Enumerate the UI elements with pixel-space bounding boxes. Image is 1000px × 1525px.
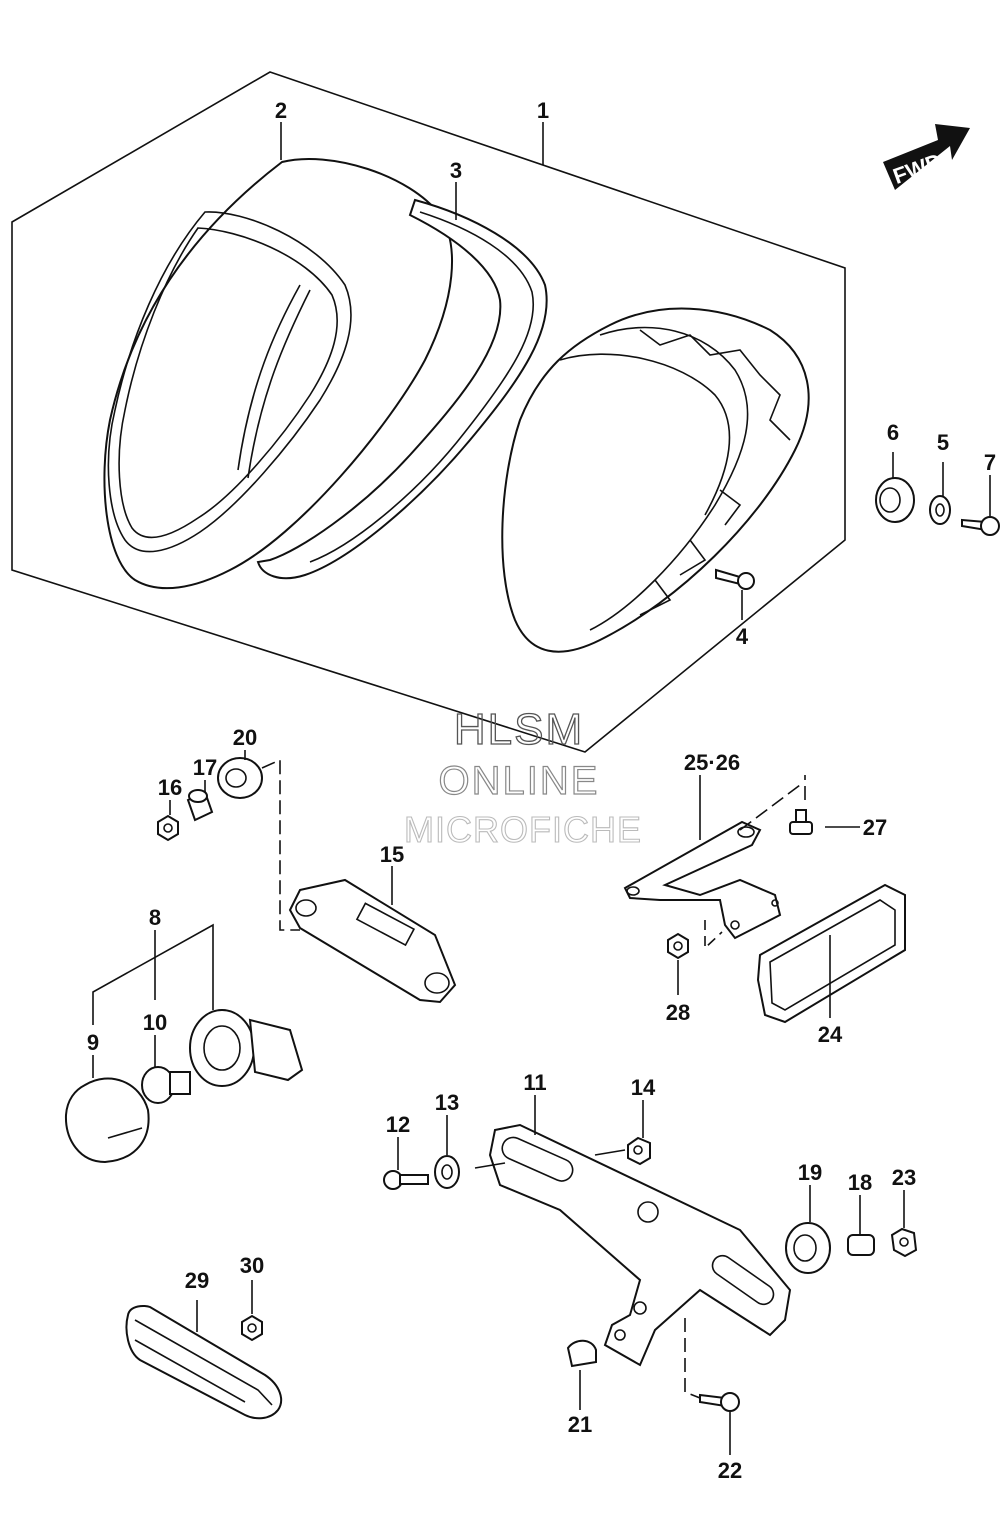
lamp-body: [501, 307, 810, 653]
nut-23: [890, 1227, 918, 1258]
fwd-arrow-icon: FWD: [883, 124, 970, 190]
assembly-outline: [11, 71, 846, 753]
callout-3: 3: [450, 158, 462, 183]
nut-16: [157, 814, 179, 842]
socket-8: [189, 1009, 304, 1087]
bulb-10: [141, 1066, 191, 1104]
callout-18: 18: [848, 1170, 872, 1195]
callout-8: 8: [149, 905, 161, 930]
callout-28: 28: [666, 1000, 690, 1025]
nut-28: [667, 932, 689, 960]
callout-16: 16: [158, 775, 182, 800]
callouts: 1 2 3 4 5 6 7 8 9 10 11 12 13 14 15 16 1…: [87, 98, 996, 1483]
screw-4: [715, 568, 755, 590]
callout-15: 15: [380, 842, 404, 867]
washer-5: [929, 495, 951, 525]
grommet-21: [566, 1339, 597, 1368]
screw-7: [961, 516, 1000, 536]
grommet-20: [217, 757, 263, 799]
callout-22: 22: [718, 1458, 742, 1483]
bolt-27: [789, 809, 813, 835]
watermark-line1: HLSM: [454, 705, 584, 754]
callout-12: 12: [386, 1112, 410, 1137]
fwd-label: FWD: [890, 148, 946, 189]
collar-18: [847, 1234, 875, 1256]
grommet-6: [875, 477, 915, 523]
callout-14: 14: [631, 1075, 656, 1100]
callout-20: 20: [233, 725, 257, 750]
bracket-25-26: [623, 820, 782, 940]
reflector-24: [756, 883, 906, 1024]
callout-5: 5: [937, 430, 949, 455]
reflector-29: [125, 1305, 283, 1420]
watermark: HLSM ONLINE MICROFICHE: [403, 704, 642, 850]
callout-2: 2: [275, 98, 287, 123]
screw-22: [699, 1392, 740, 1412]
callout-27: 27: [863, 815, 887, 840]
watermark-line2: ONLINE: [439, 759, 600, 803]
bolt-12: [383, 1170, 429, 1190]
callout-11: 11: [523, 1070, 546, 1095]
callout-21: 21: [568, 1412, 592, 1437]
callout-10: 10: [143, 1010, 167, 1035]
nut-30: [241, 1314, 263, 1342]
callout-19: 19: [798, 1160, 822, 1185]
washer-13: [434, 1155, 460, 1189]
callout-29: 29: [185, 1268, 209, 1293]
callout-30: 30: [240, 1253, 264, 1278]
lens-9: [64, 1077, 150, 1164]
bracket-11: [488, 1123, 792, 1367]
callout-1: 1: [537, 98, 549, 123]
nut-14: [627, 1136, 651, 1166]
callout-17: 17: [193, 755, 217, 780]
watermark-line3: MICROFICHE: [404, 809, 642, 850]
callout-13: 13: [435, 1090, 459, 1115]
callout-25-26: 25·26: [684, 750, 740, 775]
callout-7: 7: [984, 450, 996, 475]
bracket-15: [288, 878, 457, 1004]
callout-24: 24: [818, 1022, 843, 1047]
callout-9: 9: [87, 1030, 99, 1055]
callout-4: 4: [736, 624, 749, 649]
grommet-19: [785, 1222, 831, 1274]
callout-23: 23: [892, 1165, 916, 1190]
collar-17: [186, 789, 214, 822]
callout-6: 6: [887, 420, 899, 445]
gasket: [256, 198, 548, 580]
lens-housing: [103, 158, 453, 590]
